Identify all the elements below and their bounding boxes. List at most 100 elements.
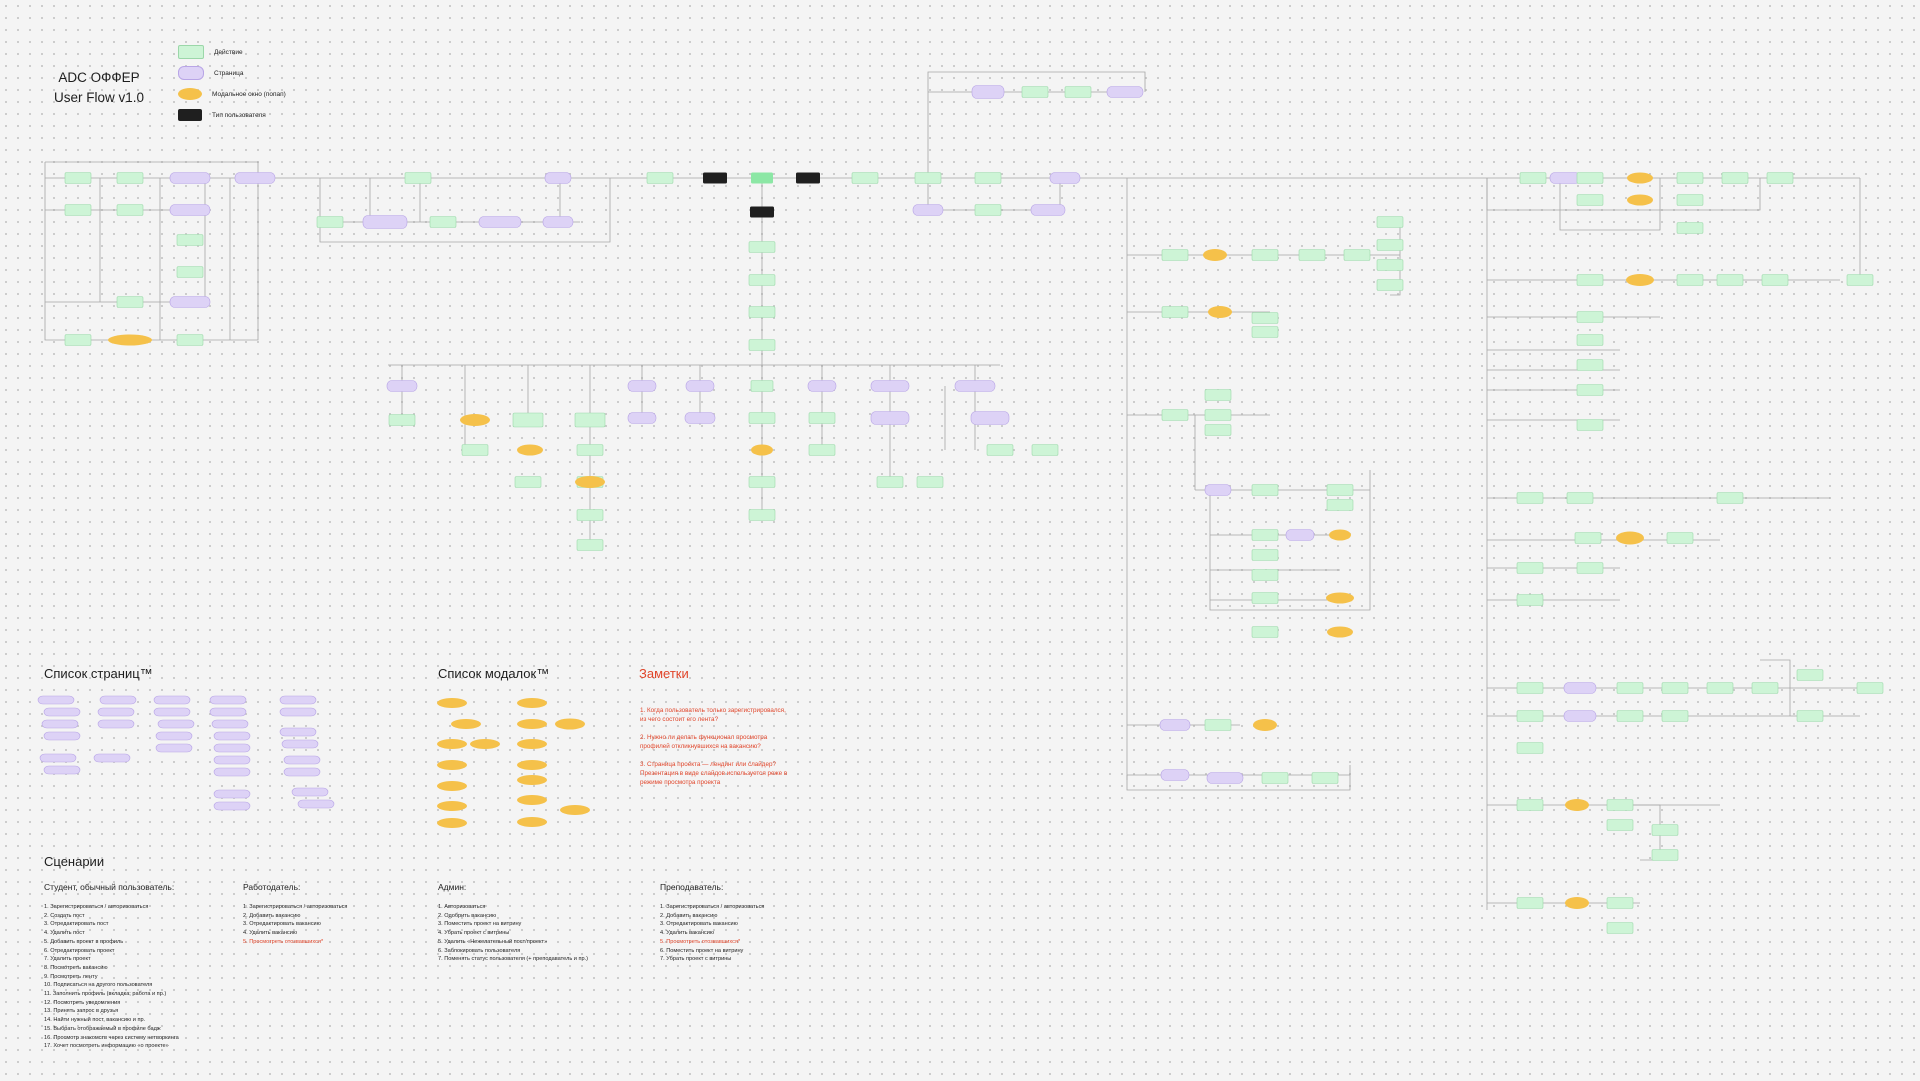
- scenario-steps: 1. Зарегистрироваться / авторизоваться 2…: [44, 903, 179, 1051]
- scenario-step: 5. Удалить «Нежелательный пост/проект»: [438, 938, 548, 945]
- page-node: [544, 172, 572, 184]
- page-node: [99, 695, 137, 705]
- action-node: [116, 204, 144, 216]
- modal-node: [437, 818, 467, 828]
- modal-node: [1327, 626, 1353, 638]
- action-node: [1516, 897, 1544, 909]
- modal-node: [517, 739, 547, 749]
- scenario-student: Студент, обычный пользователь: 1. Зареги…: [44, 882, 179, 1051]
- action-node: [1251, 484, 1279, 496]
- connector-line: [1486, 178, 1761, 211]
- connector-line: [44, 161, 259, 341]
- scenario-step: 4. Удалить пост: [44, 930, 85, 937]
- modal-node: [437, 801, 467, 811]
- scenario-step: 5. Добавить проект в профиль: [44, 938, 124, 945]
- page-node: [1159, 719, 1191, 731]
- action-node: [748, 339, 776, 351]
- scenario-step: 5. Просмотреть отозвавшихся*: [243, 938, 324, 945]
- scenario-step: 1. Зарегистрироваться / авторизоваться: [660, 904, 765, 910]
- page-node: [155, 731, 193, 741]
- modal-node: [751, 444, 773, 456]
- page-node: [297, 799, 335, 809]
- scenario-step: 7. Убрать проект с витрины: [660, 956, 732, 963]
- action-node: [116, 172, 144, 184]
- page-node: [1160, 769, 1190, 781]
- page-node: [153, 695, 191, 705]
- page-node: [970, 411, 1010, 425]
- action-node: [808, 444, 836, 456]
- action-node: [1311, 772, 1339, 784]
- scenario-role-title: Студент, обычный пользователь:: [44, 882, 175, 892]
- scenario-step: 3. Поместить проект на витрину: [438, 921, 522, 928]
- user-type-swatch: [178, 109, 202, 121]
- page-node: [43, 707, 81, 717]
- action-node: [1376, 216, 1404, 228]
- action-node: [1576, 194, 1604, 206]
- page-node: [1204, 484, 1232, 496]
- scenario-steps: 1. Зарегистрироваться / авторизоваться 2…: [660, 903, 764, 964]
- note-item: 2. Нужно ли делать функционал просмотра …: [640, 734, 768, 750]
- action-node: [514, 476, 542, 488]
- modal-node: [517, 760, 547, 770]
- page-node: [213, 801, 251, 811]
- action-swatch: [178, 45, 204, 59]
- page-node: [362, 215, 408, 229]
- page-node: [41, 719, 79, 729]
- modal-node: [1203, 249, 1227, 261]
- action-node: [1716, 492, 1744, 504]
- action-node: [1661, 682, 1689, 694]
- action-node: [1516, 742, 1544, 754]
- page-node: [685, 380, 715, 392]
- action-node: [1251, 549, 1279, 561]
- scenario-step: 3. Отредактировать пост: [44, 921, 109, 928]
- action-node: [388, 414, 416, 426]
- action-node: [1516, 682, 1544, 694]
- scenario-step: 3. Отредактировать вакансию: [660, 921, 738, 928]
- action-node: [1606, 819, 1634, 831]
- action-node: [748, 476, 776, 488]
- action-node: [1576, 419, 1604, 431]
- action-node: [1576, 274, 1604, 286]
- page-node: [281, 739, 319, 749]
- action-node: [1204, 409, 1232, 421]
- modal-node: [517, 795, 547, 805]
- action-node: [916, 476, 944, 488]
- action-node: [1161, 306, 1189, 318]
- page-node: [291, 787, 329, 797]
- action-node: [1376, 259, 1404, 271]
- action-node: [1516, 594, 1544, 606]
- page-node: [870, 411, 910, 425]
- action-node: [1796, 710, 1824, 722]
- legend-item-page: Страница: [178, 65, 243, 81]
- modal-node: [1627, 194, 1653, 206]
- action-node: [748, 274, 776, 286]
- action-node: [1021, 86, 1049, 98]
- page-node: [234, 172, 276, 184]
- connector-line: [1209, 470, 1371, 611]
- action-node: [1651, 824, 1679, 836]
- action-node: [748, 306, 776, 318]
- action-node: [64, 172, 92, 184]
- action-node: [1761, 274, 1789, 286]
- modal-node: [1616, 531, 1644, 545]
- note-item: 3. Страница проекта — лендинг или слайде…: [640, 761, 788, 786]
- action-node: [1516, 799, 1544, 811]
- action-node: [974, 172, 1002, 184]
- action-node: [429, 216, 457, 228]
- action-node: [1161, 409, 1189, 421]
- scenario-step: 1. Зарегистрироваться / авторизоваться: [243, 904, 348, 910]
- page-swatch: [178, 66, 204, 80]
- legend-label-action: Действие: [214, 48, 243, 56]
- modal-node: [1253, 719, 1277, 731]
- scenario-step: 17. Хочет посмотреть информацию «о проек…: [44, 1043, 169, 1050]
- page-node: [1206, 772, 1244, 784]
- action-node: [574, 412, 606, 428]
- scenario-step: 11. Заполнить профиль (вкладка; работа и…: [44, 991, 167, 998]
- modal-node: [1627, 172, 1653, 184]
- action-node: [1576, 359, 1604, 371]
- page-node: [169, 172, 211, 184]
- action-node: [1846, 274, 1874, 286]
- action-node: [176, 334, 204, 346]
- page-node: [97, 719, 135, 729]
- action-node: [1298, 249, 1326, 261]
